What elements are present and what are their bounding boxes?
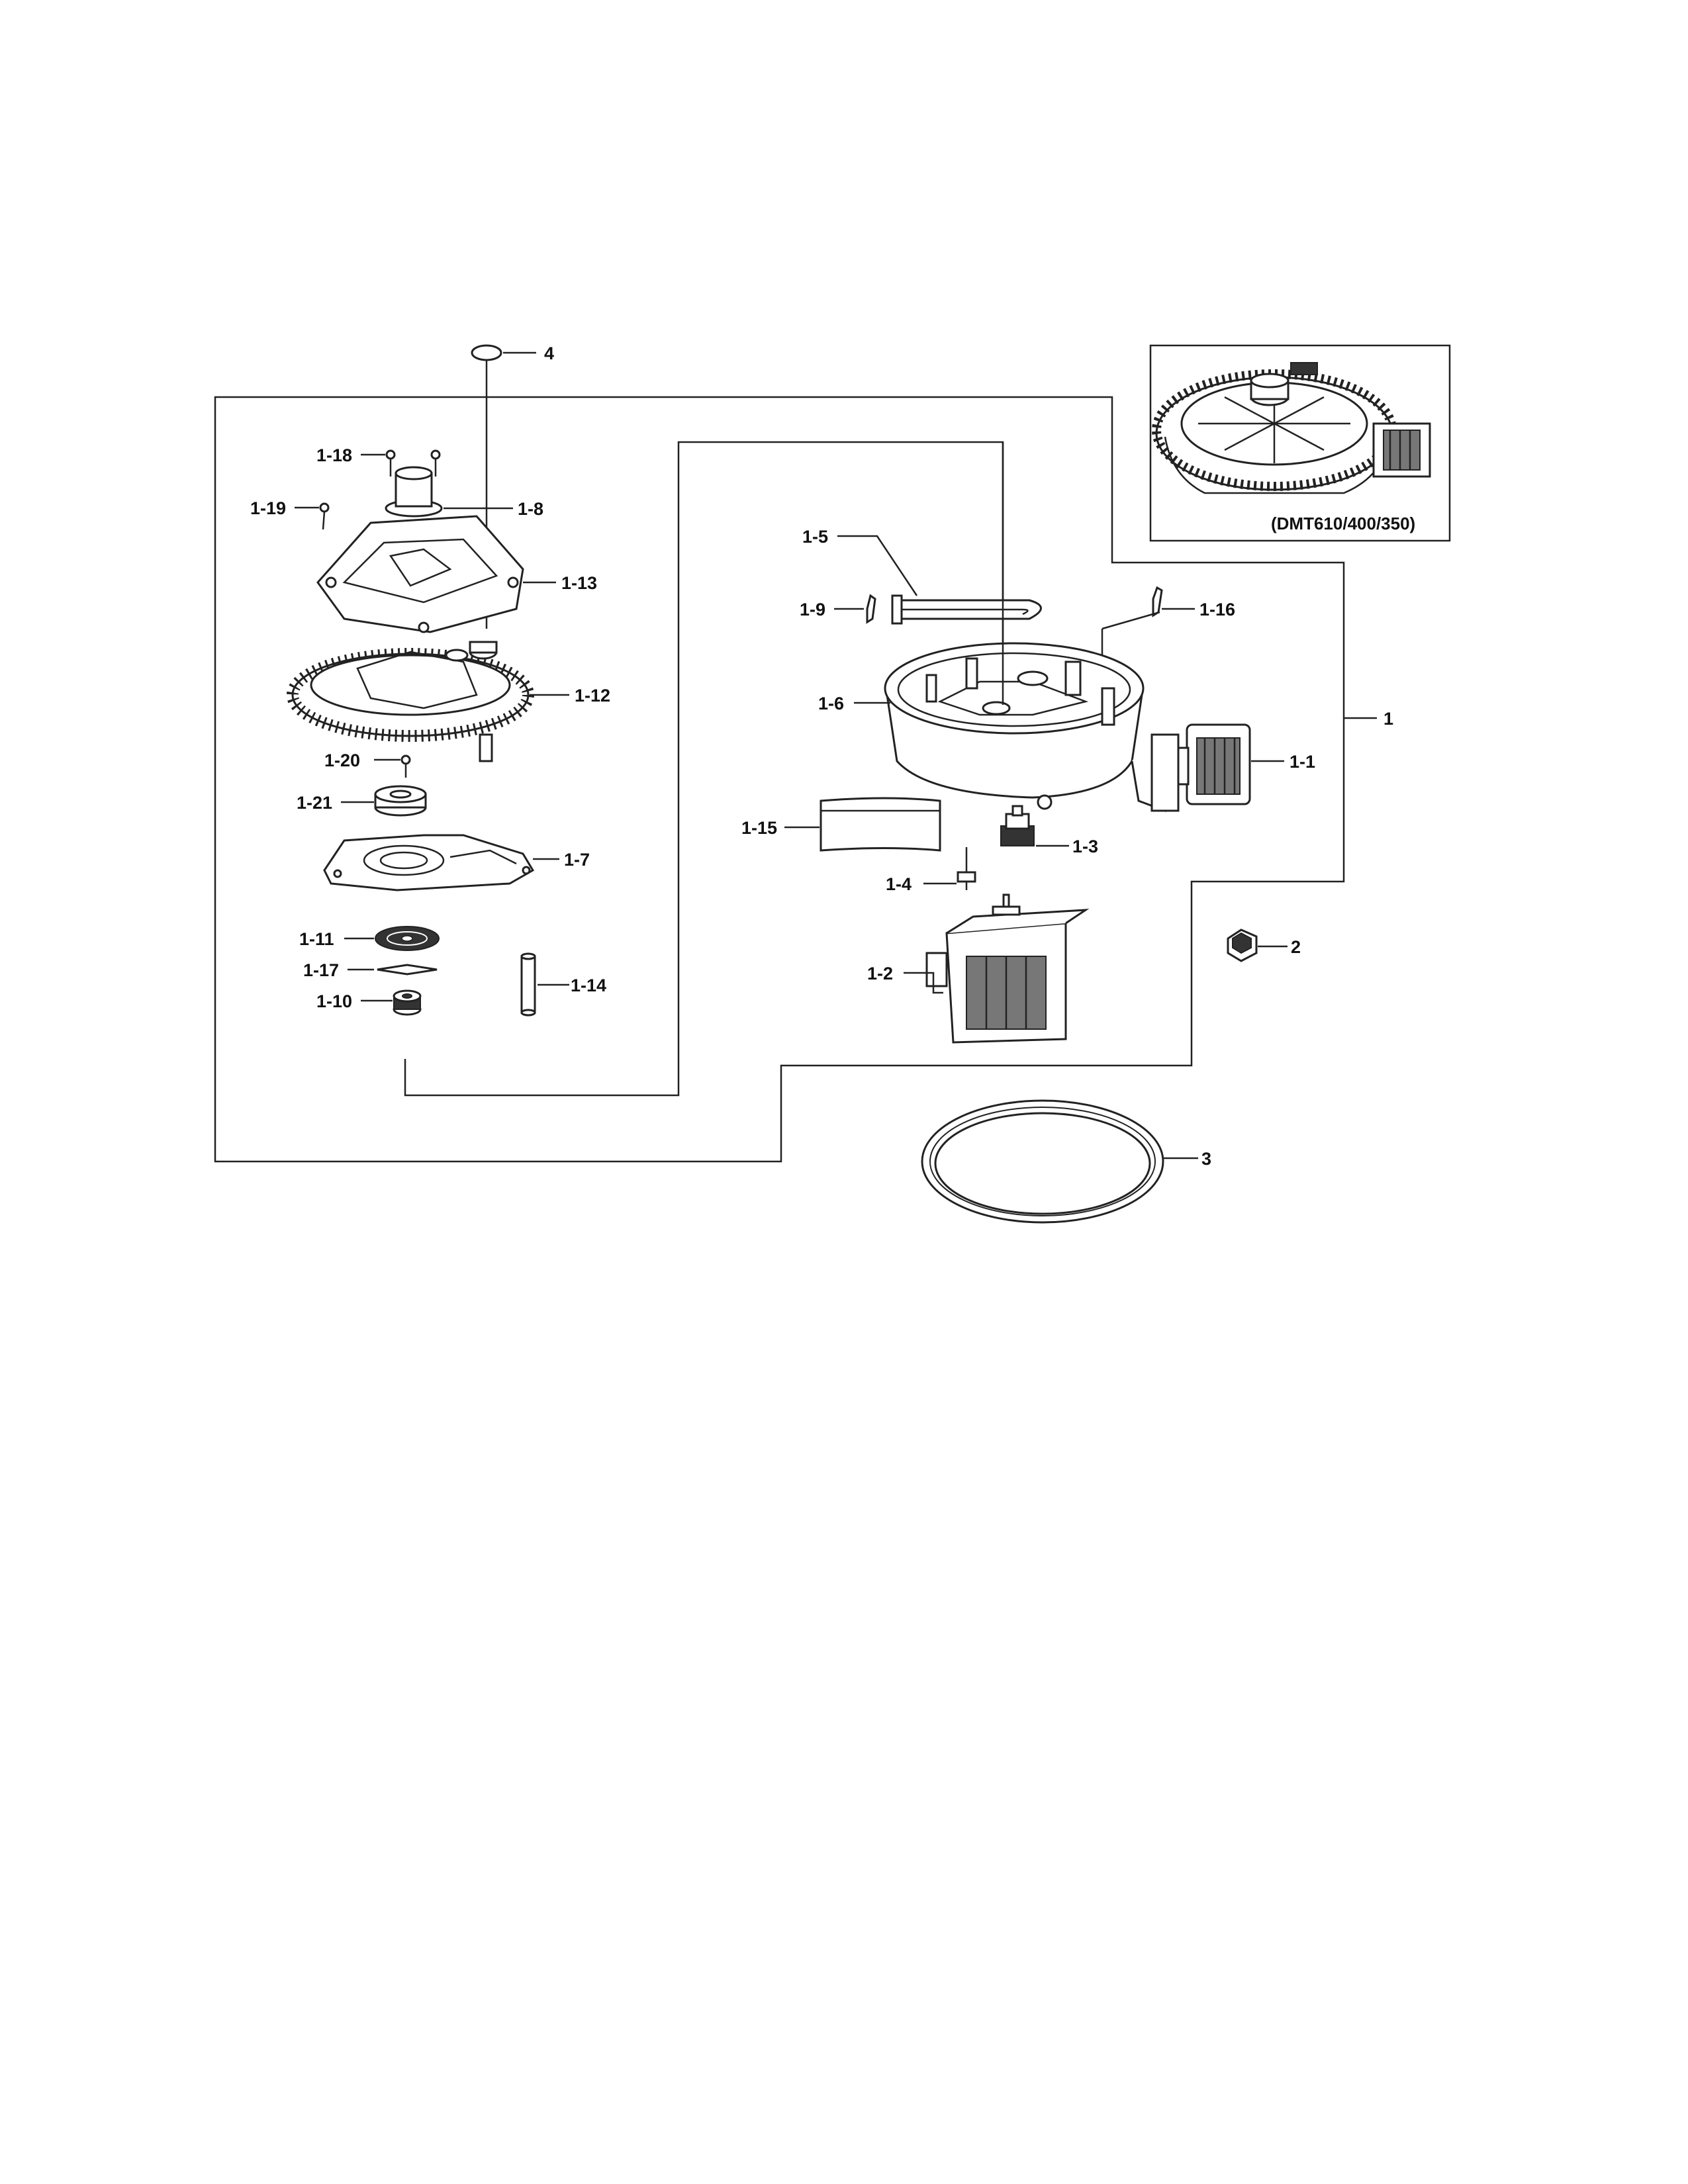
o-ring-part — [471, 344, 502, 361]
label-1-19: 1-19 — [250, 498, 286, 518]
pin-1-14 — [520, 952, 536, 1017]
label-1-18: 1-18 — [316, 445, 352, 465]
label-1-17: 1-17 — [303, 960, 339, 980]
clip-1-9 — [866, 594, 876, 624]
label-1-9: 1-9 — [800, 600, 825, 619]
label-1-8: 1-8 — [518, 499, 543, 519]
clip-1-16 — [1152, 586, 1163, 617]
label-1-20: 1-20 — [324, 751, 360, 770]
label-1-13: 1-13 — [561, 573, 597, 593]
label-2: 2 — [1291, 937, 1301, 957]
sump-1-6 — [884, 642, 1180, 813]
assembly-1-boundary — [214, 396, 1345, 1163]
screw-1-19 — [319, 502, 330, 530]
label-1-21: 1-21 — [297, 793, 332, 813]
label-1-14: 1-14 — [571, 976, 606, 995]
housing-1-12 — [287, 641, 534, 762]
label-3: 3 — [1201, 1149, 1211, 1169]
label-1-5: 1-5 — [802, 527, 828, 547]
label-1-11: 1-11 — [299, 929, 334, 949]
label-1-2: 1-2 — [867, 964, 893, 983]
label-1-12: 1-12 — [575, 686, 610, 705]
pin-1-4 — [957, 847, 976, 890]
inset-assembly-image — [1152, 362, 1431, 494]
label-1-4: 1-4 — [886, 874, 912, 894]
gasket-3 — [921, 1099, 1164, 1224]
pump-1-2 — [925, 893, 1090, 1044]
screw-1-20 — [400, 754, 411, 778]
label-1-3: 1-3 — [1072, 837, 1098, 856]
label-1-6: 1-6 — [818, 694, 844, 713]
label-1-10: 1-10 — [316, 991, 352, 1011]
pump-case-1-7 — [323, 834, 535, 891]
cover-1-13 — [316, 515, 524, 633]
grommet-2 — [1227, 929, 1258, 962]
plate-1-15 — [820, 797, 941, 852]
label-1-1: 1-1 — [1289, 752, 1315, 772]
blade-1-17 — [377, 964, 438, 976]
label-1: 1 — [1383, 709, 1393, 729]
heater-1-5 — [891, 594, 1042, 625]
nozzle-1-8 — [385, 466, 443, 518]
label-1-16: 1-16 — [1199, 600, 1235, 619]
sensor-1-3 — [1000, 805, 1035, 846]
label-1-7: 1-7 — [564, 850, 590, 870]
motor-1-1 — [1177, 723, 1251, 805]
screw-1-18 — [385, 449, 441, 477]
filter-1-11 — [375, 926, 440, 951]
inset-caption: (DMT610/400/350) — [1271, 514, 1415, 533]
impeller-1-10 — [393, 989, 422, 1016]
label-1-15: 1-15 — [741, 818, 777, 838]
seal-1-21 — [374, 785, 427, 817]
label-4: 4 — [544, 343, 554, 363]
inset-box — [1149, 344, 1451, 542]
